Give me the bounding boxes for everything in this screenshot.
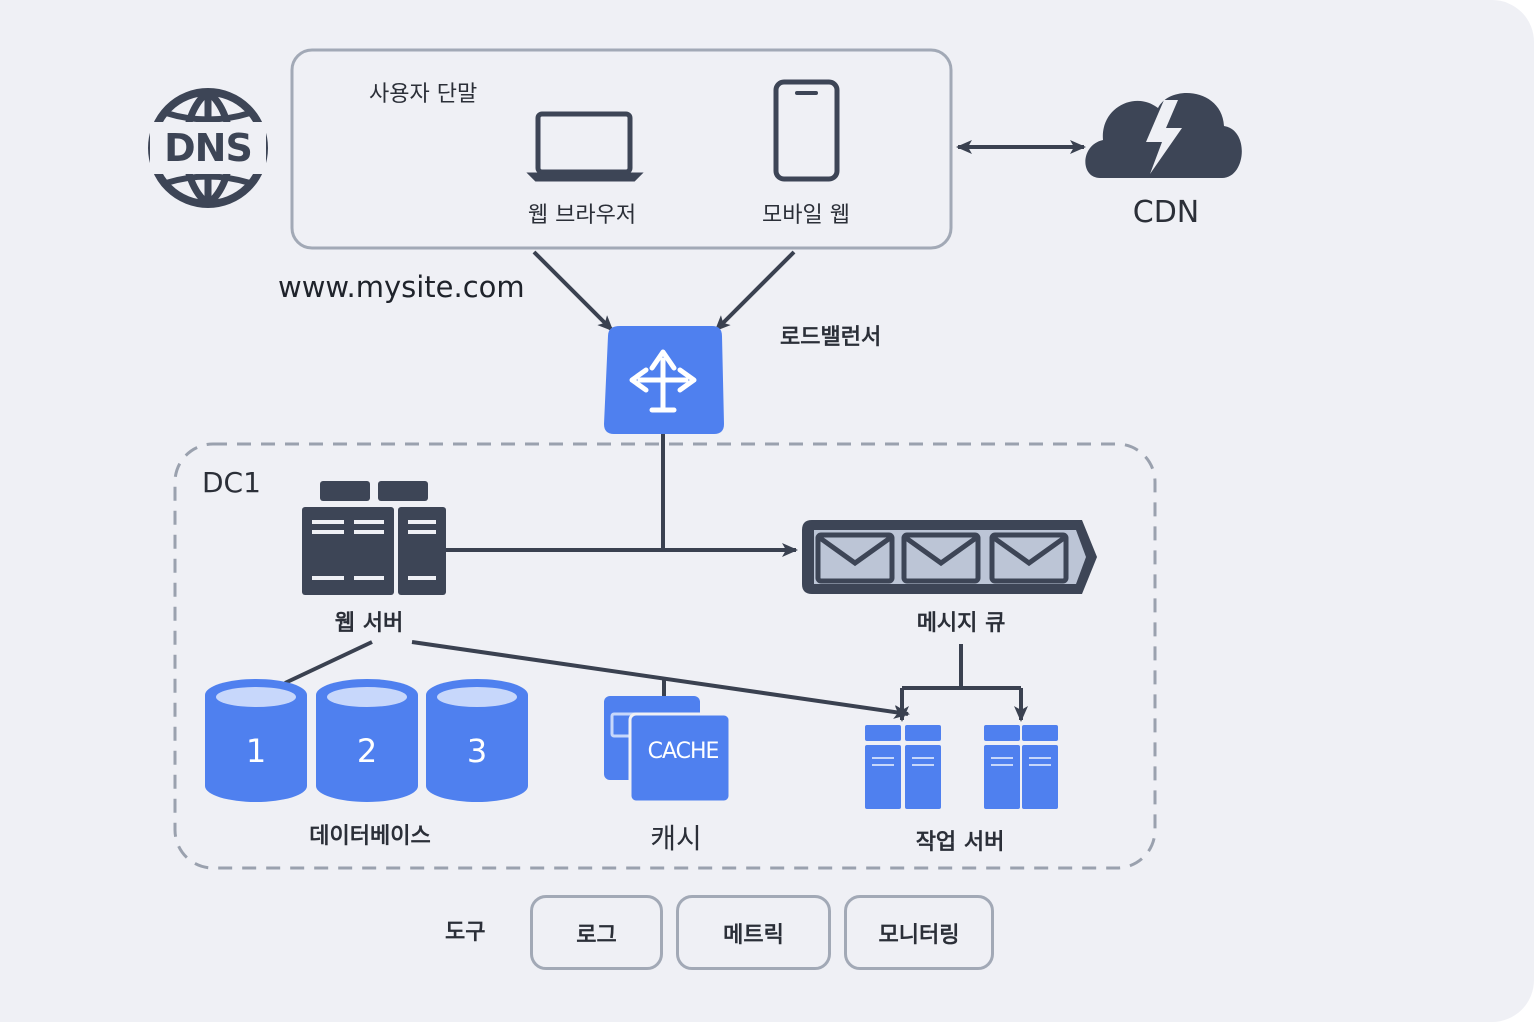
message-queue-label: 메시지 큐 <box>916 611 1006 636</box>
database-cylinder-2 <box>316 679 418 802</box>
laptop-icon <box>526 111 644 182</box>
envelope-icon <box>901 532 981 584</box>
database-cylinder-1 <box>205 679 307 802</box>
split-arrows-icon <box>629 349 697 413</box>
domain-name-label: www.mysite.com <box>278 270 525 304</box>
queue-to-workers-arrows <box>895 644 1028 722</box>
load-balancer-node <box>604 326 724 434</box>
dc1-label: DC1 <box>202 466 261 499</box>
database-label: 데이터베이스 <box>309 824 431 849</box>
cache-icon <box>604 696 732 804</box>
envelope-icon <box>815 532 895 584</box>
worker-server-icon-1 <box>865 725 941 809</box>
worker-server-icon-2 <box>984 725 1058 809</box>
database-id-2: 2 <box>356 732 378 770</box>
webserver-to-worker-arrow <box>411 640 910 719</box>
load-balancer-label: 로드밸런서 <box>780 325 882 350</box>
cache-label: 캐시 <box>650 822 702 855</box>
dc1-boundary <box>173 442 1157 870</box>
tool-metrics-button[interactable]: 메트릭 <box>676 895 831 970</box>
web-browser-label: 웹 브라우저 <box>527 203 637 228</box>
web-server-icon <box>302 481 446 595</box>
browser-to-lb-arrow <box>532 250 614 332</box>
database-id-3: 3 <box>466 732 488 770</box>
webserver-to-db-line <box>284 640 373 685</box>
worker-servers-label: 작업 서버 <box>915 830 1005 855</box>
database-cylinder-3 <box>426 679 528 802</box>
web-server-label: 웹 서버 <box>334 611 404 636</box>
cloud-lightning-icon <box>1085 93 1242 178</box>
tool-logs-button[interactable]: 로그 <box>530 895 663 970</box>
cdn-label: CDN <box>1132 195 1200 230</box>
user-devices-box <box>290 48 953 250</box>
tool-monitoring-button[interactable]: 모니터링 <box>844 895 994 970</box>
envelope-icon <box>989 532 1069 584</box>
mobile-to-lb-arrow <box>714 250 796 332</box>
tools-label: 도구 <box>445 920 486 945</box>
dns-label: DNS <box>164 126 253 170</box>
mobile-phone-icon <box>773 79 840 182</box>
message-queue-icon <box>802 520 1097 594</box>
database-id-1: 1 <box>245 732 267 770</box>
mobile-web-label: 모바일 웹 <box>762 203 850 228</box>
globe-dns-icon <box>148 88 268 208</box>
cache-badge: CACHE <box>647 739 720 764</box>
user-devices-title: 사용자 단말 <box>369 82 478 107</box>
